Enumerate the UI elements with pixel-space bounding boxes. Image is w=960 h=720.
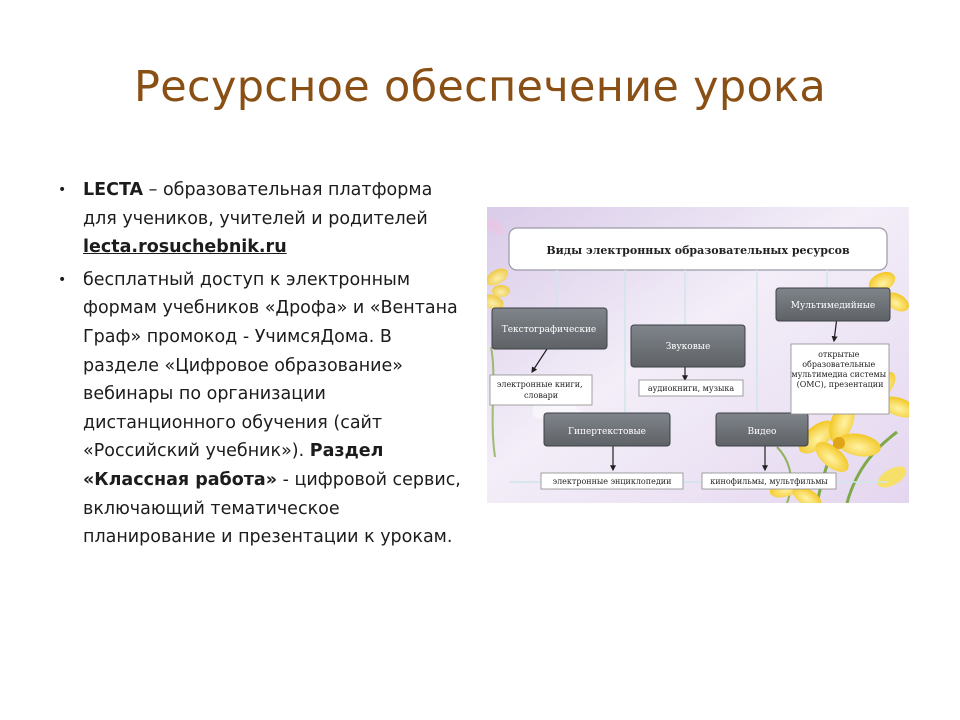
access-text-part2: - цифровой сервис, включающий тематическ… xyxy=(83,469,461,548)
desc-box-audio: аудиокниги, музыка xyxy=(638,379,744,397)
desc-text-multimedia-line3: мультимедиа системы xyxy=(791,370,886,379)
category-label-textographic: Текстографические xyxy=(502,325,597,335)
desc-text-multimedia-line2: образовательные xyxy=(802,360,875,369)
category-box-video: Видео xyxy=(715,412,809,447)
desc-box-video: кинофильмы, мультфильмы xyxy=(701,472,837,490)
category-label-audio: Звуковые xyxy=(666,342,711,352)
lecta-link[interactable]: lecta.rosuchebnik.ru xyxy=(83,237,287,258)
bullet-item-lecta: • LECTA – образовательная платформа для … xyxy=(58,176,468,262)
desc-text-video: кинофильмы, мультфильмы xyxy=(710,477,828,486)
lecta-description: – образовательная платформа для учеников… xyxy=(83,180,433,229)
desc-box-multimedia: открытые образовательные мультимедиа сис… xyxy=(790,343,890,415)
resources-diagram-image: Виды электронных образовательных ресурсо… xyxy=(487,207,909,503)
slide-title: Ресурсное обеспечение урока xyxy=(134,62,826,112)
desc-box-hypertext: электронные энциклопедии xyxy=(540,472,684,490)
category-box-textographic: Текстографические xyxy=(491,307,608,350)
bullet-list: • LECTA – образовательная платформа для … xyxy=(58,176,468,556)
bullet-dot-icon: • xyxy=(58,271,67,288)
desc-text-multimedia-line4: (ОМС), презентации xyxy=(797,380,884,389)
lecta-name: LECTA xyxy=(83,180,144,200)
bullet-item-access: • бесплатный доступ к электронным формам… xyxy=(58,266,468,552)
category-label-hypertext: Гипертекстовые xyxy=(568,427,646,437)
access-text-part1: бесплатный доступ к электронным формам у… xyxy=(83,269,458,462)
category-box-multimedia: Мультимедийные xyxy=(775,287,891,322)
diagram-header-text: Виды электронных образовательных ресурсо… xyxy=(546,244,850,257)
desc-text-multimedia-line1: открытые xyxy=(818,350,860,359)
category-label-video: Видео xyxy=(748,427,777,437)
desc-box-textographic: электронные книги, словари xyxy=(489,374,593,406)
desc-text-hypertext: электронные энциклопедии xyxy=(553,477,672,486)
desc-text-textographic-line1: электронные книги, xyxy=(497,380,583,389)
category-label-multimedia: Мультимедийные xyxy=(791,301,875,311)
category-box-hypertext: Гипертекстовые xyxy=(543,412,671,447)
desc-text-textographic-line2: словари xyxy=(524,391,558,400)
diagram-header-box xyxy=(508,227,888,271)
classwork-section-name: Раздел «Классная работа» xyxy=(83,441,384,490)
bullet-dot-icon: • xyxy=(58,182,67,198)
svg-text:открытые образовательн: открытые образовательные мультимедиа сис… xyxy=(791,350,888,389)
svg-text:электронные книги, сло: электронные книги, словари xyxy=(497,380,585,400)
desc-text-audio: аудиокниги, музыка xyxy=(648,384,734,393)
category-box-audio: Звуковые xyxy=(630,324,746,368)
